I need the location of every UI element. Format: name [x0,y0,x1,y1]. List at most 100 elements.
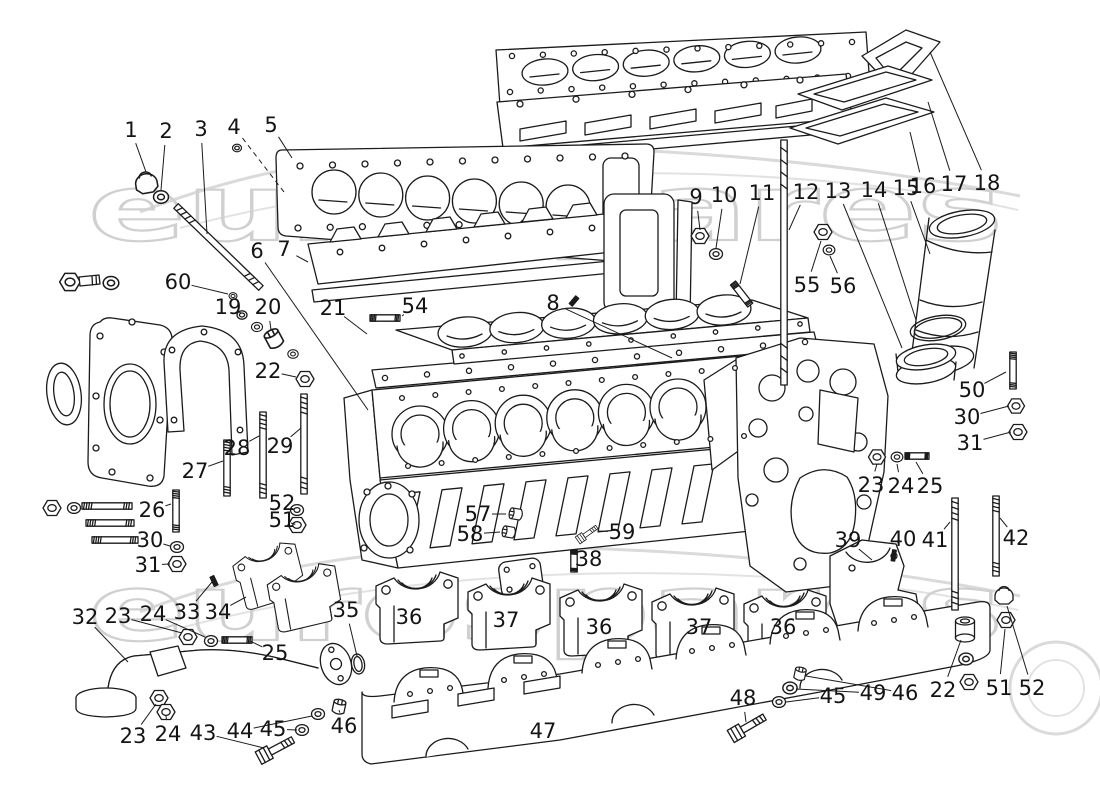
part-label-52[interactable]: 52 [1019,676,1046,700]
part-label-37[interactable]: 37 [493,608,520,632]
part-label-12[interactable]: 12 [793,180,820,204]
part-label-42[interactable]: 42 [1003,526,1030,550]
leader-line [929,51,982,171]
part-label-34[interactable]: 34 [205,600,232,624]
part-label-28[interactable]: 28 [224,436,251,460]
leader-line [947,639,962,677]
part-label-21[interactable]: 21 [320,296,347,320]
leader-line [909,131,921,173]
part-label-1[interactable]: 1 [124,118,137,142]
part-label-47[interactable]: 47 [530,719,557,743]
part-label-8[interactable]: 8 [546,291,559,315]
part-label-32[interactable]: 32 [72,605,99,629]
leader-line [715,208,723,249]
leader-line [401,314,405,317]
leader-line [983,431,1012,440]
part-label-44[interactable]: 44 [227,719,254,743]
part-label-51[interactable]: 51 [269,508,296,532]
leader-line [565,308,673,359]
leader-line [788,204,801,231]
leader-line [249,435,260,442]
part-label-55[interactable]: 55 [794,273,821,297]
part-label-60[interactable]: 60 [165,270,192,294]
part-label-5[interactable]: 5 [264,113,277,137]
part-label-40[interactable]: 40 [890,527,917,551]
leader-line [984,371,1007,384]
part-label-17[interactable]: 17 [941,172,968,196]
part-label-23[interactable]: 23 [858,473,885,497]
part-label-31[interactable]: 31 [957,431,984,455]
frame-gasket-lower [789,97,935,145]
part-label-26[interactable]: 26 [139,498,166,522]
part-label-43[interactable]: 43 [190,721,217,745]
part-label-7[interactable]: 7 [277,237,290,261]
part-label-20[interactable]: 20 [255,295,282,319]
part-label-48[interactable]: 48 [730,686,757,710]
part-label-33[interactable]: 33 [174,600,201,624]
part-label-56[interactable]: 56 [830,274,857,298]
part-label-36[interactable]: 36 [770,615,797,639]
part-label-58[interactable]: 58 [457,522,484,546]
part-label-31[interactable]: 31 [135,553,162,577]
leader-line [348,623,358,657]
part-label-41[interactable]: 41 [922,528,949,552]
part-label-23[interactable]: 23 [105,604,132,628]
part-label-15[interactable]: 15 [893,176,920,200]
leader-line [915,461,924,475]
part-label-35[interactable]: 35 [333,598,360,622]
part-label-24[interactable]: 24 [155,722,182,746]
part-label-2[interactable]: 2 [159,119,172,143]
part-label-39[interactable]: 39 [835,528,862,552]
leader-line [201,142,208,235]
part-label-18[interactable]: 18 [974,171,1001,195]
part-label-16[interactable]: 16 [910,174,937,198]
part-label-51[interactable]: 51 [986,676,1013,700]
part-label-54[interactable]: 54 [402,294,429,318]
part-label-23[interactable]: 23 [120,724,147,748]
part-label-38[interactable]: 38 [576,547,603,571]
part-label-13[interactable]: 13 [825,179,852,203]
part-label-30[interactable]: 30 [137,528,164,552]
leader-line [842,203,903,349]
part-label-22[interactable]: 22 [255,359,282,383]
leader-line [1006,605,1029,675]
part-label-22[interactable]: 22 [930,678,957,702]
part-label-45[interactable]: 45 [260,717,287,741]
leader-line [230,596,247,606]
part-label-36[interactable]: 36 [396,605,423,629]
part-label-6[interactable]: 6 [250,239,263,263]
part-label-3[interactable]: 3 [194,117,207,141]
part-label-24[interactable]: 24 [140,602,167,626]
part-label-25[interactable]: 25 [917,474,944,498]
leader-line [131,619,183,634]
part-label-25[interactable]: 25 [262,641,289,665]
part-label-24[interactable]: 24 [888,474,915,498]
part-label-37[interactable]: 37 [686,615,713,639]
oil-seal [45,362,83,426]
part-label-49[interactable]: 49 [860,681,887,705]
cam-plate-left [307,193,693,323]
part-label-29[interactable]: 29 [267,434,294,458]
part-label-59[interactable]: 59 [609,520,636,544]
part-label-19[interactable]: 19 [215,295,242,319]
part-label-36[interactable]: 36 [586,615,613,639]
part-label-27[interactable]: 27 [182,459,209,483]
part-label-45[interactable]: 45 [820,684,847,708]
part-label-4[interactable]: 4 [227,115,240,139]
part-label-9[interactable]: 9 [689,185,702,209]
part-label-10[interactable]: 10 [711,183,738,207]
part-label-50[interactable]: 50 [959,378,986,402]
part-label-52[interactable]: 52 [269,491,296,515]
leader-line [216,735,265,749]
part-label-11[interactable]: 11 [749,181,776,205]
part-label-14[interactable]: 14 [861,178,888,202]
leader-line [242,137,285,193]
part-label-46[interactable]: 46 [892,681,919,705]
part-label-57[interactable]: 57 [465,502,492,526]
leader-line [810,240,822,272]
part-label-30[interactable]: 30 [954,405,981,429]
leader-line [165,715,167,721]
part-label-46[interactable]: 46 [331,714,358,738]
